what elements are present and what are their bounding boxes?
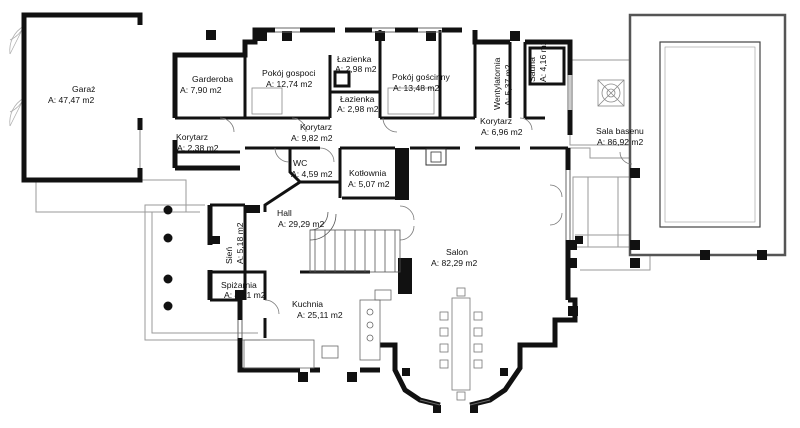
terrace-outlines	[35, 59, 651, 341]
room-name-kotlownia: Kotłownia	[349, 168, 386, 178]
room-name-korytarz-3: Korytarz	[480, 116, 512, 126]
room-area-korytarz-1: A: 2,38 m2	[177, 143, 219, 153]
staircase	[309, 211, 401, 273]
swimming-pool	[628, 13, 787, 257]
room-name-sala-basenu: Sala basenu	[596, 126, 644, 136]
room-name-kuchnia: Kuchnia	[292, 299, 323, 309]
structural-blocks	[235, 148, 412, 300]
room-labels: Garaż A: 47,47 m2 Garderoba A: 7,90 m2 P…	[48, 40, 644, 320]
room-area-spizarnia: A: 4,21 m2	[224, 290, 266, 300]
windows	[139, 27, 573, 406]
room-area-kotlownia: A: 5,07 m2	[348, 179, 390, 189]
door-swings	[219, 117, 633, 315]
columns	[206, 30, 767, 413]
exterior-walls	[21, 12, 578, 408]
room-area-salon: A: 82,29 m2	[431, 258, 478, 268]
guest-bed	[251, 87, 435, 115]
room-area-sala-basenu: A: 86,92 m2	[597, 137, 644, 147]
terrace-pillars	[163, 148, 583, 311]
room-name-lazienka-1: Łazienka	[337, 54, 372, 64]
room-name-wc: WC	[293, 158, 307, 168]
room-name-pokoj-goscinny: Pokój gościnny	[392, 72, 451, 82]
kitchen-fixtures	[243, 289, 392, 369]
room-area-garaz: A: 47,47 m2	[48, 95, 95, 105]
room-name-garderoba: Garderoba	[192, 74, 233, 84]
room-area-korytarz-2: A: 9,82 m2	[291, 133, 333, 143]
room-name-korytarz-1: Korytarz	[176, 132, 208, 142]
room-area-garderoba: A: 7,90 m2	[180, 85, 222, 95]
room-area-lazienka-1: A: 2,98 m2	[335, 64, 377, 74]
room-name-sien: Sień	[224, 247, 234, 264]
room-area-kuchnia: A: 25,11 m2	[297, 310, 343, 320]
room-area-sauna: A: 4,16 m2	[538, 40, 548, 82]
room-area-pokoj-gospoci: A: 12,74 m2	[266, 79, 313, 89]
room-area-sien: A: 5,18 m2	[235, 222, 245, 264]
room-area-korytarz-3: A: 6,96 m2	[481, 127, 523, 137]
room-name-wentylatornia: Wentylatornia	[492, 57, 502, 110]
room-name-korytarz-2: Korytarz	[300, 122, 332, 132]
room-name-salon: Salon	[446, 247, 468, 257]
room-name-sauna: Sauna	[527, 57, 537, 82]
room-area-lazienka-2: A: 2,98 m2	[337, 104, 379, 114]
room-area-hall: A: 29,29 m2	[278, 219, 325, 229]
jacuzzi	[597, 79, 625, 107]
room-name-pokoj-gospoci: Pokój gospoci	[262, 68, 316, 78]
room-area-wentylatornia: A: 5,37 m2	[503, 64, 513, 106]
room-name-garaz: Garaż	[72, 84, 95, 94]
dining-table	[439, 287, 483, 401]
room-area-pokoj-goscinny: A: 13,48 m2	[393, 83, 440, 93]
interior-walls	[175, 30, 568, 338]
room-name-lazienka-2: Łazienka	[340, 94, 375, 104]
room-name-hall: Hall	[277, 208, 292, 218]
room-area-wc: A: 4,59 m2	[291, 169, 333, 179]
room-name-spizarnia: Spiżarnia	[221, 280, 257, 290]
